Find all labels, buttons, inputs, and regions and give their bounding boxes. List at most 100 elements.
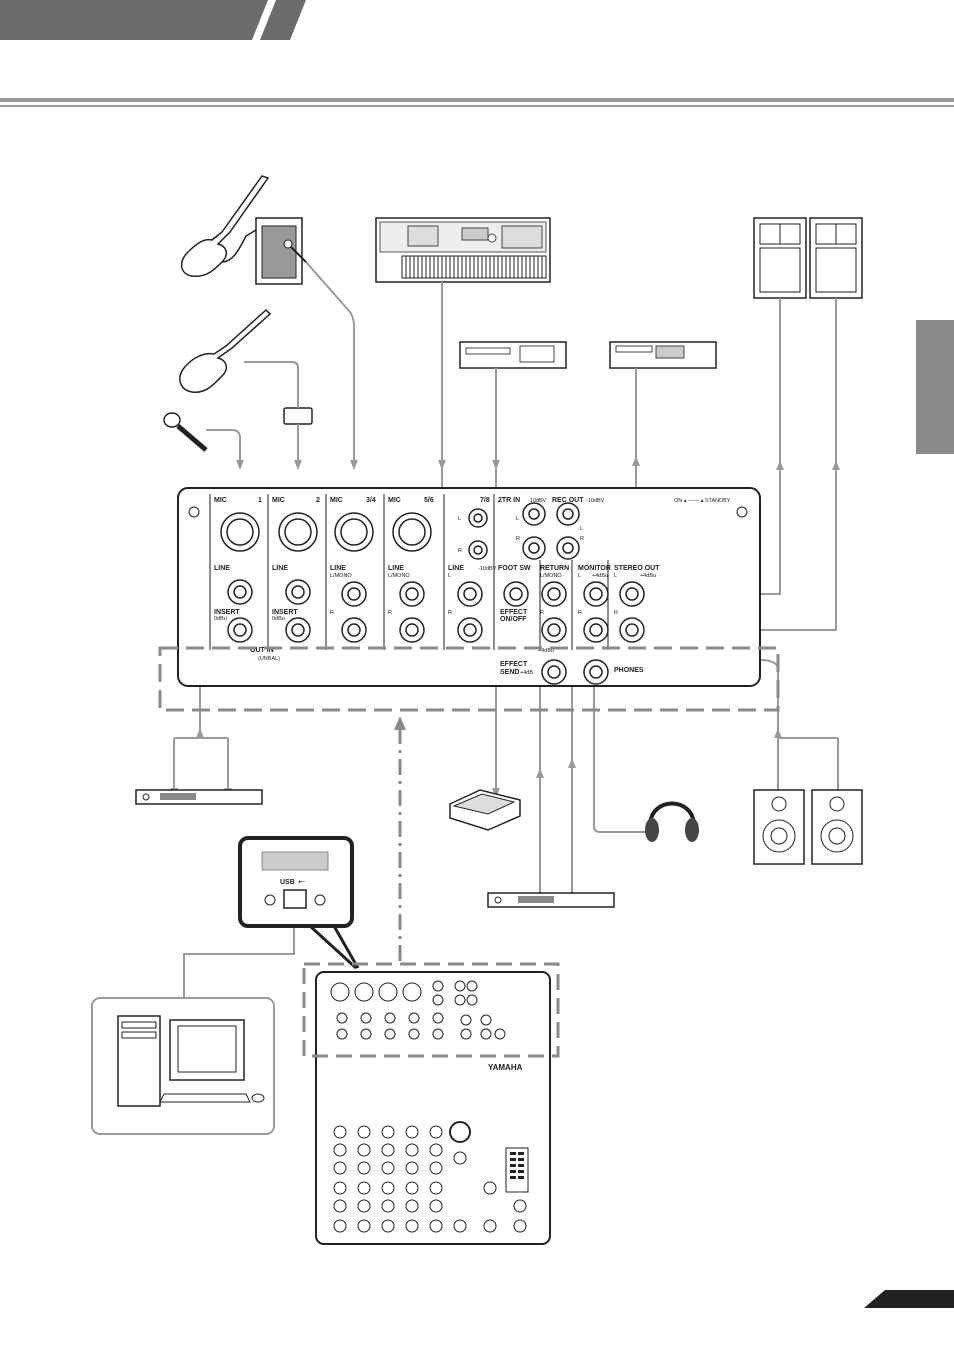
effect-send-label-2: SEND xyxy=(500,669,519,676)
foot-switch-icon xyxy=(449,789,521,831)
monitor-l-label: L xyxy=(578,573,581,579)
mixer-knob xyxy=(357,1143,371,1157)
ch34-lmono-label: L/MONO xyxy=(330,573,352,579)
mixer-knob xyxy=(405,1161,419,1175)
usb-icon: ⭠ xyxy=(298,877,305,887)
ch78-level: -10dBV xyxy=(478,566,497,572)
return-lmono-label: L/MONO xyxy=(540,573,562,579)
mixer-jack xyxy=(460,1028,472,1040)
mixer-knob xyxy=(453,1219,467,1233)
ch34-r-label: R xyxy=(330,610,334,616)
mixer-knob xyxy=(405,1181,419,1195)
side-tab xyxy=(916,320,954,454)
mixer-jack xyxy=(432,1012,444,1024)
page-number-tab xyxy=(864,1290,954,1308)
usb-inset: USB ⭠ xyxy=(238,836,360,970)
rear-panel: MIC 1 MIC 2 MIC 3/4 MIC 5/6 7/8 2TR IN -… xyxy=(177,487,761,687)
rec-out-l-label: L xyxy=(580,526,583,532)
return-label: RETURN xyxy=(540,565,569,572)
power-label: ON ▴ —— ▴ STANDBY xyxy=(674,498,731,504)
mixer-knob xyxy=(333,1181,347,1195)
mixer-knob xyxy=(381,1219,395,1233)
mixer-jack xyxy=(360,1012,372,1024)
mixer-jack xyxy=(432,1028,444,1040)
mixer-knob xyxy=(483,1181,497,1195)
effect-onoff-label-2: ON/OFF xyxy=(500,616,527,623)
recorder-icon xyxy=(609,341,717,369)
mixer-knob xyxy=(429,1125,443,1139)
mixer-knob xyxy=(357,1199,371,1213)
ch56-lmono-label: L/MONO xyxy=(388,573,410,579)
front-panel-region-outline xyxy=(158,646,780,712)
ch34-line-label: LINE xyxy=(330,565,346,572)
mixer-jack xyxy=(384,1028,396,1040)
ch78-r-rca-label: R xyxy=(458,548,462,554)
mixer-knob xyxy=(381,1181,395,1195)
mixer-knob xyxy=(381,1143,395,1157)
mixer-knob xyxy=(333,1125,347,1139)
ch2-insert-label: INSERT xyxy=(272,609,298,616)
ch2-mic-label: MIC xyxy=(272,497,285,504)
stereo-out-level: +4dBu xyxy=(640,573,656,579)
mixer-jack xyxy=(336,1012,348,1024)
effect-send-label-1: EFFECT xyxy=(500,661,528,668)
ch1-insert-label: INSERT xyxy=(214,609,240,616)
mixer-knob xyxy=(429,1143,443,1157)
mixer-knob xyxy=(333,1161,347,1175)
page-header xyxy=(0,0,954,107)
monitor-r-label: R xyxy=(578,610,582,616)
monitor-level: +4dBu xyxy=(592,573,608,579)
ch78-l-rca-label: L xyxy=(458,516,461,522)
mixer-knob xyxy=(381,1161,395,1175)
usb-label: USB xyxy=(280,879,295,886)
2tr-in-label: 2TR IN xyxy=(498,497,520,504)
ch1-number: 1 xyxy=(258,497,262,504)
effect-send-level: +4dB xyxy=(520,670,533,676)
compressor-rack-icon xyxy=(135,789,263,805)
stereo-out-label: STEREO OUT xyxy=(614,565,660,572)
mixer-knob xyxy=(483,1219,497,1233)
bass-guitar-icon xyxy=(179,308,272,393)
xlr-jacks xyxy=(220,512,432,552)
2tr-l-label: L xyxy=(516,516,519,522)
ch34-number: 3/4 xyxy=(366,497,376,504)
effects-rack-icon xyxy=(487,892,615,908)
rca-jacks xyxy=(468,502,580,560)
mixer-jack xyxy=(460,1014,472,1026)
mixer-knob xyxy=(333,1143,347,1157)
mixer-knob xyxy=(429,1219,443,1233)
return-r-label: R xyxy=(540,610,544,616)
ch1-insert-level: 0dBu xyxy=(214,616,227,622)
ch1-line-label: LINE xyxy=(214,565,230,572)
powered-speaker-left-icon xyxy=(753,217,807,299)
mixer-knob xyxy=(453,1151,467,1165)
phone-jacks xyxy=(227,579,645,685)
monitor-speaker-left-icon xyxy=(753,789,805,865)
out-in-label: OUT IN xyxy=(250,647,274,654)
foot-sw-label: FOOT SW xyxy=(498,565,531,572)
effect-onoff-label-1: EFFECT xyxy=(500,609,528,616)
ch34-mic-label: MIC xyxy=(330,497,343,504)
stereo-out-r-label: R xyxy=(614,610,618,616)
2tr-in-level: -10dBV xyxy=(528,498,547,504)
unbal-label: (UNBAL) xyxy=(258,656,280,662)
mixer-jack xyxy=(408,1012,420,1024)
cd-player-icon xyxy=(459,341,567,369)
ch78-line-label: LINE xyxy=(448,565,464,572)
return-level: +4dBu xyxy=(538,648,554,654)
ch1-mic-label: MIC xyxy=(214,497,227,504)
mixer-knob xyxy=(513,1199,527,1213)
rec-out-r-label: R xyxy=(580,536,584,542)
2tr-r-label: R xyxy=(516,536,520,542)
headphones-icon xyxy=(645,801,699,842)
ch56-mic-label: MIC xyxy=(388,497,401,504)
mixer-knob xyxy=(333,1199,347,1213)
monitor-speaker-right-icon xyxy=(811,789,863,865)
mixer-knob xyxy=(405,1219,419,1233)
mixer-jack xyxy=(480,1028,492,1040)
mixer-knob xyxy=(429,1199,443,1213)
monitor-label: MONITOR xyxy=(578,565,611,572)
mixer-jack xyxy=(384,1012,396,1024)
ch78-r-label: R xyxy=(448,610,452,616)
